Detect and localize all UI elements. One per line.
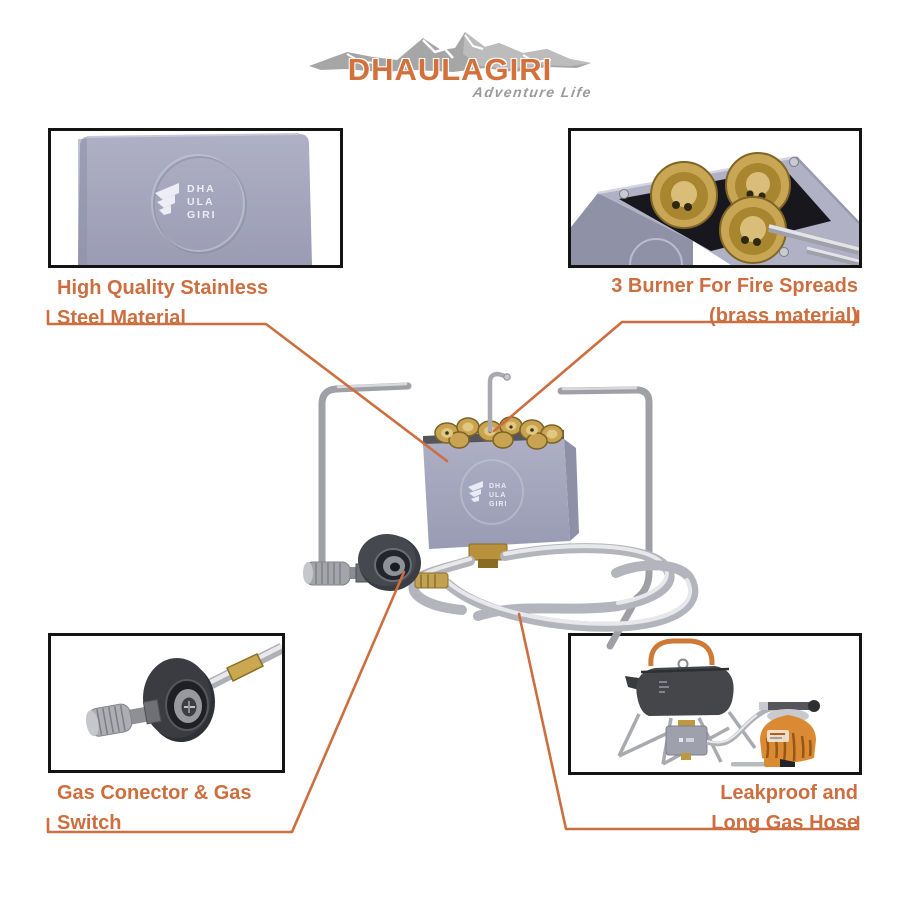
callout-hose-line1: Leakproof and — [720, 782, 858, 804]
plate-screws — [619, 157, 799, 257]
kettle — [625, 638, 734, 716]
photo-gas-connector — [85, 643, 282, 742]
dhaulagiri-logo-mark: DHA ULA GIRI — [155, 183, 217, 221]
kettle-handle — [648, 638, 715, 667]
burner-brass-rings — [650, 152, 791, 264]
gas-connector-assembly — [303, 534, 421, 591]
callout-lines — [46, 309, 860, 834]
callout-steel-line1: High Quality Stainless — [57, 277, 269, 299]
callout-line-connector — [46, 570, 406, 834]
gas-canister — [759, 700, 820, 763]
stove-logo-mark: DHA ULA GIRI — [468, 481, 507, 508]
brand-logo-text: DHAULAGIRI — [347, 52, 553, 87]
photo-kettle-stove-canister — [617, 638, 820, 767]
igniter-rod — [487, 371, 511, 433]
callout-connector-line1: Gas Conector & Gas — [57, 782, 252, 804]
steel-panel — [78, 133, 312, 265]
callout-line-burners — [492, 309, 860, 433]
mini-stove-body — [665, 720, 708, 760]
stove-mark-line-3: GIRI — [489, 501, 507, 508]
mark-line-3: GIRI — [187, 209, 217, 221]
gas-switch-knob — [85, 699, 162, 737]
callout-line-hose — [517, 612, 860, 831]
mountains-graphic — [309, 32, 591, 72]
callout-label-connector: Gas Conector & Gas Switch — [57, 778, 337, 838]
callout-connector-line2: Switch — [57, 812, 122, 834]
braided-gas-hose — [408, 543, 699, 632]
photo-three-burners — [571, 152, 859, 265]
photo-box-gas-connector — [48, 633, 285, 773]
photo-box-burners — [568, 128, 862, 268]
stove-burners-top — [434, 416, 564, 450]
connector-disc — [358, 534, 421, 591]
stove-pot-supports — [318, 382, 653, 650]
lighter — [731, 758, 795, 767]
mark-line-2: ULA — [187, 196, 215, 208]
photo-box-kettle-set — [568, 633, 862, 775]
support-rod — [768, 224, 859, 265]
callout-line-steel — [46, 309, 449, 463]
mark-line-1: DHA — [187, 183, 216, 195]
brass-hose-fitting — [414, 572, 449, 589]
brass-valve-stem — [478, 559, 498, 568]
callout-burners-line1: 3 Burner For Fire Spreads — [611, 275, 858, 297]
photo-box-stainless-panel: DHA ULA GIRI — [48, 128, 343, 268]
stove-mark-line-2: ULA — [489, 492, 506, 499]
gas-switch-knob — [303, 561, 351, 586]
photo-stainless-panel: DHA ULA GIRI — [78, 133, 312, 265]
stove-mark-line-1: DHA — [489, 483, 507, 490]
